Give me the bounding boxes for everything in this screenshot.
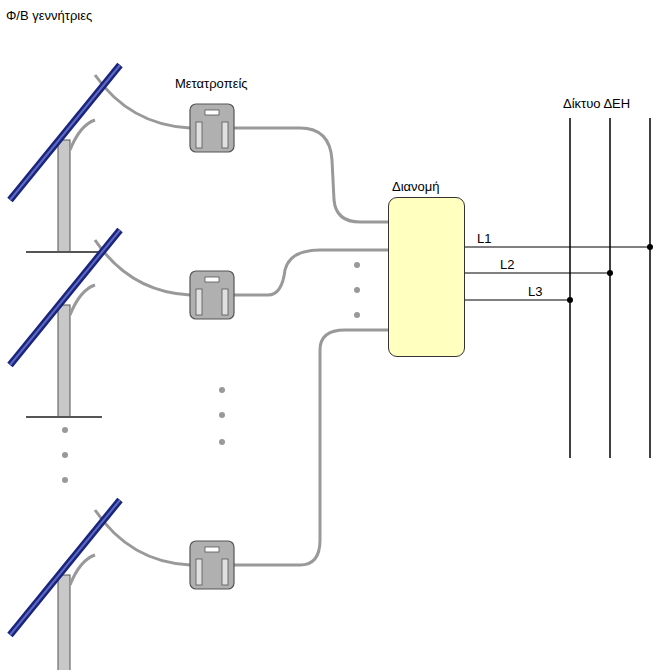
box-heading: Διανομή — [392, 179, 440, 195]
inverter-label: Μετατροπείς — [175, 76, 248, 92]
grid-label: Δίκτυο ΔΕΗ — [563, 96, 630, 112]
phase-name: L1 — [477, 231, 491, 247]
phase-name: L3 — [528, 284, 542, 300]
box-outline — [388, 197, 465, 357]
group-title: Φ/Β γεννήτριες — [6, 8, 92, 24]
phase-name: L2 — [500, 257, 514, 273]
distribution-box: Διανομή — [388, 179, 465, 357]
